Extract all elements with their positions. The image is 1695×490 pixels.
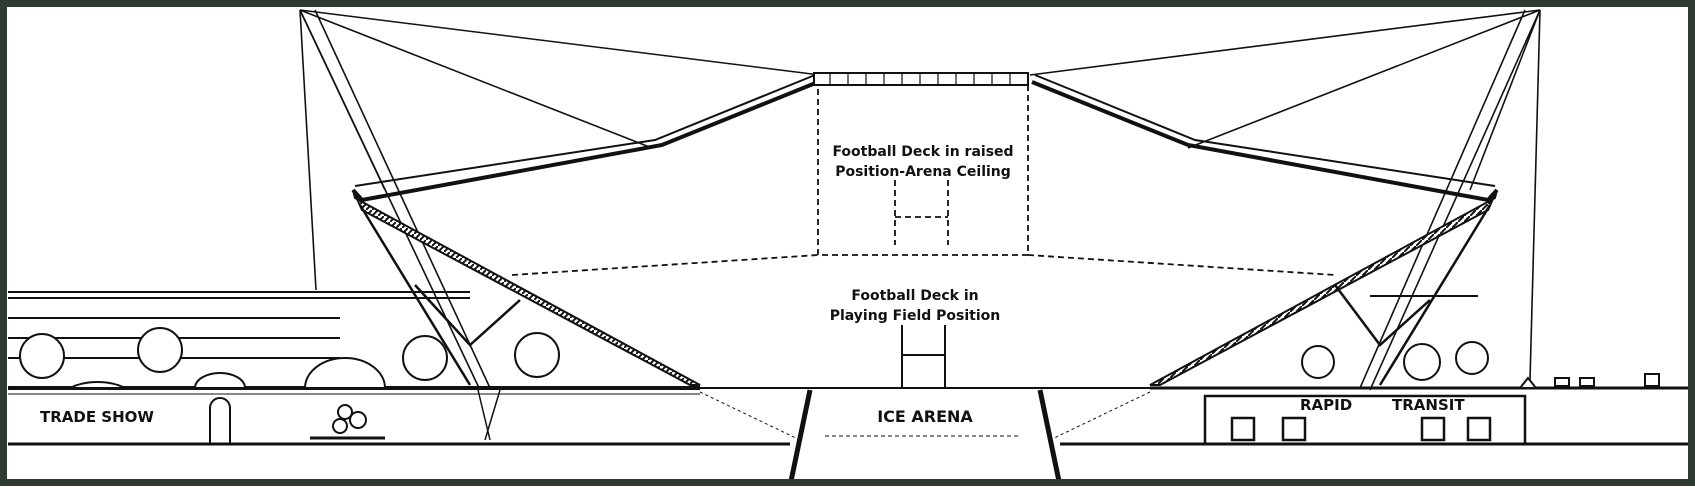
rapid-label: RAPID: [1300, 396, 1352, 414]
ice-arena-label: ICE ARENA: [877, 407, 973, 426]
playing-deck-label-1: Football Deck in: [851, 288, 978, 304]
trade-show-domes: [19, 327, 560, 389]
playing-deck-label-2: Playing Field Position: [830, 308, 1001, 324]
roof-truss: [351, 72, 1499, 203]
ice-arena-structure: [699, 389, 1151, 487]
rapid-transit-box: [1203, 394, 1527, 446]
right-cable-masts: [1029, 9, 1541, 391]
transit-label: TRANSIT: [1392, 396, 1465, 414]
trade-show-lower: [209, 397, 385, 444]
raised-deck-label-1: Football Deck in raised: [832, 144, 1013, 160]
right-vehicles: [1517, 373, 1660, 389]
left-seating-bowl: [352, 189, 701, 441]
raised-deck-label-2: Position-Arena Ceiling: [835, 164, 1011, 180]
trade-show-label: TRADE SHOW: [40, 408, 154, 426]
playing-field-goalpost: [700, 325, 1150, 389]
left-terrace-floors: [8, 291, 470, 359]
right-spheres: [1301, 341, 1489, 381]
football-deck-raised: [511, 84, 1336, 276]
left-cable-masts: [299, 9, 821, 391]
